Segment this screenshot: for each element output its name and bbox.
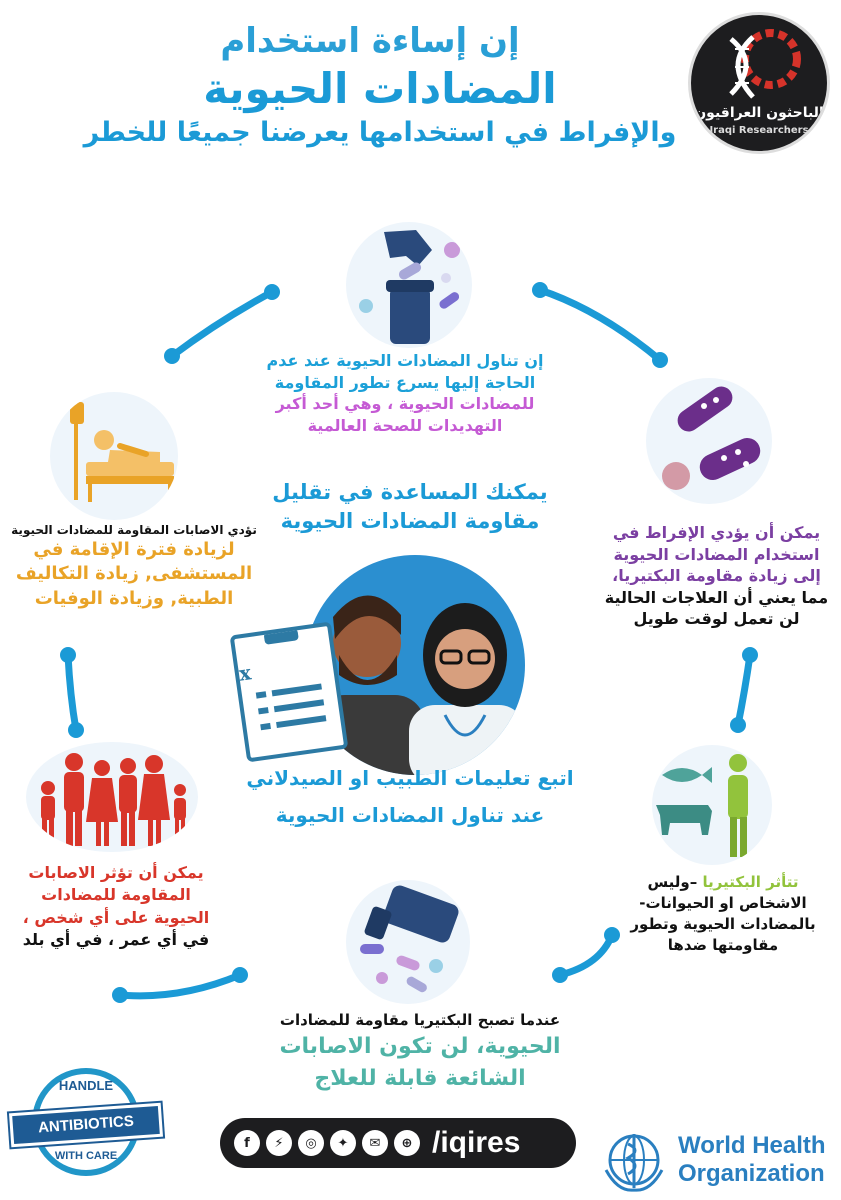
family-illustration — [26, 742, 198, 852]
top-item-line-2: الحاجة إليها يسرع تطور المقاومة — [274, 372, 536, 392]
mail-icon[interactable]: ✉ — [362, 1130, 388, 1156]
left-lower-line-3: الحيوية على أي شخص ، — [22, 907, 210, 927]
right-lower-line-3: بالمضادات الحيوية وتطور — [630, 915, 816, 933]
center-answer-line-2: عند تناول المضادات الحيوية — [275, 803, 545, 827]
who-line-2: Organization — [678, 1159, 825, 1187]
top-item-line-1: إن تناول المضادات الحيوية عند عدم — [266, 351, 544, 370]
right-upper-line-1: يمكن أن يؤدي الإفراط في — [612, 523, 821, 542]
bottom-item-text: عندما تصبح البكتيريا مقاومة للمضادات الح… — [220, 1010, 620, 1095]
logo-english-text: Iraqi Researchers — [709, 125, 809, 136]
top-item-text: إن تناول المضادات الحيوية عند عدم الحاجة… — [240, 350, 570, 436]
iraqi-researchers-logo: الباحثون العراقيون Iraqi Researchers — [688, 12, 830, 154]
social-handle[interactable]: /iqires — [432, 1126, 521, 1159]
pills-hand-illustration — [346, 222, 472, 348]
center-answer: اتبع تعليمات الطبيب او الصيدلاني عند تنا… — [230, 760, 590, 834]
who-name: World Health Organization — [678, 1132, 826, 1187]
title-line-2: المضادات الحيوية — [203, 64, 557, 113]
hospital-bed-illustration — [50, 392, 178, 520]
top-item-line-4: التهديدات للصحة العالمية — [307, 415, 503, 435]
right-upper-line-3: إلى زيادة مقاومة البكتيريا، — [612, 566, 821, 586]
bacteria-illustration — [646, 378, 772, 504]
left-lower-line-4: في أي عمر ، في أي بلد — [22, 930, 210, 950]
right-lower-line-4: مقاومتها ضدها — [667, 936, 779, 954]
right-upper-item-text: يمكن أن يؤدي الإفراط في استخدام المضادات… — [592, 522, 841, 630]
left-lower-line-1: يمكن أن تؤثر الاصابات — [28, 863, 204, 882]
right-lower-line-1-black: –وليس — [647, 873, 698, 891]
globe-icon[interactable]: ⊕ — [394, 1130, 420, 1156]
center-question-line-2: مقاومة المضادات الحيوية — [280, 509, 540, 534]
instagram-icon[interactable]: ◎ — [298, 1130, 324, 1156]
badge-banner-text: ANTIBIOTICS — [8, 1102, 164, 1148]
right-lower-line-1-green: تتأثر البكتيريا — [702, 873, 799, 891]
left-lower-line-2: المقاومة للمضادات — [41, 885, 191, 905]
who-line-1: World Health — [678, 1132, 826, 1159]
right-upper-line-2: استخدام المضادات الحيوية — [613, 544, 820, 564]
left-upper-line-2: لزيادة فترة الإقامة في — [33, 539, 235, 561]
left-upper-line-1: تؤدي الاصابات المقاومة للمضادات الحيوية — [11, 523, 257, 537]
who-logo: World Health Organization — [598, 1130, 830, 1194]
who-emblem-icon — [604, 1134, 664, 1192]
center-answer-line-1: اتبع تعليمات الطبيب او الصيدلاني — [246, 766, 574, 790]
bottom-item-line-2: الحيوية، لن تكون الاصابات — [279, 1034, 561, 1059]
title-line-1: إن إساءة استخدام — [220, 21, 520, 61]
right-lower-item-text: تتأثر البكتيريا –وليس الاشخاص او الحيوان… — [605, 872, 841, 956]
center-question-line-1: يمكنك المساعدة في تقليل — [272, 480, 548, 504]
bottom-item-line-3: الشائعة قابلة للعلاج — [314, 1065, 526, 1091]
left-upper-item-text: تؤدي الاصابات المقاومة للمضادات الحيوية … — [0, 522, 268, 611]
bottom-item-line-1: عندما تصبح البكتيريا مقاومة للمضادات — [279, 1011, 561, 1029]
prescription-clipboard-illustration: Rx — [221, 621, 349, 763]
right-upper-line-4: مما يعني أن العلاجات الحالية — [604, 587, 829, 607]
handle-antibiotics-badge: HANDLE ANTIBIOTICS WITH CARE — [8, 1068, 164, 1194]
right-lower-line-2: الاشخاص او الحيوانات- — [639, 894, 807, 912]
social-media-bar: f ⚡ ◎ ✦ ✉ ⊕ /iqires — [220, 1118, 576, 1168]
top-item-line-3: للمضادات الحيوية ، وهي أحد أكبر — [275, 394, 535, 414]
twitter-icon[interactable]: ✦ — [330, 1130, 356, 1156]
spilled-pills-illustration — [346, 880, 470, 1004]
dna-gear-icon — [729, 29, 801, 99]
facebook-icon[interactable]: f — [234, 1130, 260, 1156]
logo-arabic-text: الباحثون العراقيون — [694, 105, 824, 121]
badge-bottom-text: WITH CARE — [54, 1150, 118, 1162]
messenger-icon[interactable]: ⚡ — [266, 1130, 292, 1156]
svg-text:Rx: Rx — [234, 660, 253, 688]
left-lower-item-text: يمكن أن تؤثر الاصابات المقاومة للمضادات … — [0, 862, 232, 952]
left-upper-line-4: الطبية, وزيادة الوفيات — [34, 587, 234, 609]
right-lower-line-1: تتأثر البكتيريا –وليس — [605, 872, 841, 893]
left-upper-line-3: المستشفى, زيادة التكاليف — [15, 563, 253, 585]
right-upper-line-5: لن تعمل لوقت طويل — [633, 609, 800, 629]
animals-person-illustration — [652, 745, 772, 865]
badge-top-text: HANDLE — [58, 1078, 114, 1093]
title-line-3: والإفراط في استخدامها يعرضنا جميعًا للخط… — [83, 117, 677, 148]
center-question: يمكنك المساعدة في تقليل مقاومة المضادات … — [240, 478, 580, 537]
